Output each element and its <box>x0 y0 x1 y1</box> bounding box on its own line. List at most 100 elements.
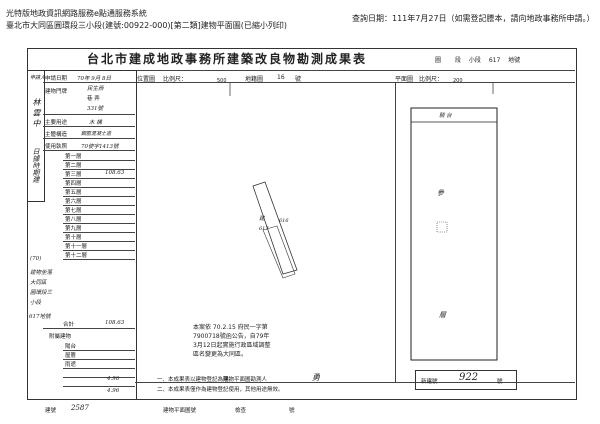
sub-row-line <box>63 386 135 387</box>
floor-scale-label: 比例尺： <box>419 76 444 83</box>
parcel-line: 建物坐落 <box>30 270 53 276</box>
system-name: 光特版地政資訊網路服務e點通服務系統 <box>6 9 147 18</box>
surveyor-label: 建物平面圖勘測人 <box>223 377 268 383</box>
bldg-label: 建 <box>259 216 265 222</box>
floor-row-label: 第四層 <box>65 181 82 187</box>
floor-row-line <box>63 214 135 215</box>
bldg-no-value: 922 <box>459 372 479 383</box>
floor-top-text: 騎 台 <box>439 113 452 119</box>
total-label: 合計 <box>63 322 75 328</box>
floor-row-label: 第十二層 <box>65 253 88 259</box>
footer-plan-label: 建物平面圖號 <box>163 408 197 414</box>
page-header: 光特版地政資訊網路服務e點通服務系統 臺北市大同區圓環段三小段(建號:00922… <box>0 0 600 36</box>
floor-row-label: 第五層 <box>65 190 82 196</box>
location-map-label: 地籍圖 <box>245 76 264 83</box>
parcel-no: 617地號 <box>29 314 51 320</box>
parcel-label: (70) <box>30 256 42 262</box>
note-line: 二、本成果表僅作為建物登記使用，其他用途無效。 <box>157 387 284 393</box>
floor-row-line <box>63 178 135 179</box>
floor-row-label: 第十層 <box>65 235 82 241</box>
usage-label: 使用執照 <box>45 144 68 150</box>
parcel-line: 大同區 <box>30 280 47 286</box>
applicant-name: 林 雲 中 <box>32 98 41 128</box>
floor-label: 層 <box>439 311 446 319</box>
bottom-total: 4.96 <box>107 376 120 382</box>
location-plan-label: 位置圖 <box>137 76 156 83</box>
address-label: 建物門牌 <box>45 89 68 95</box>
sub-row-line <box>63 359 135 360</box>
floor-row-line <box>63 259 135 260</box>
map-sheet-label: 圖 <box>435 57 442 64</box>
left-table <box>27 70 137 400</box>
bldg-no-2: 616 <box>279 218 289 224</box>
remark-line: 本案依 70.2.15 府民一字第 <box>193 324 268 331</box>
parcel-line: 圓環段三 <box>30 290 53 296</box>
bottom-total-2: 4.96 <box>107 388 120 394</box>
floor-row-label: 第九層 <box>65 226 82 232</box>
location-scale-label: 比例尺： <box>163 76 188 83</box>
survey-sheet: 台北市建成地政事務所建築改良物勘測成果表 圖 段 小段 617 地號 位置圖 比… <box>27 48 579 420</box>
bldg-no: 617 <box>259 226 269 232</box>
room-label: 參 <box>437 189 444 197</box>
floor-row-line <box>63 169 135 170</box>
sub-row-label: 陽台 <box>65 344 77 350</box>
footer-bldg-label: 建號 <box>45 408 57 414</box>
footer-check: 檢查 <box>235 408 247 414</box>
sub-row-label: 雨遮 <box>65 362 77 368</box>
floor-row-area: 108.63 <box>105 170 125 176</box>
sub-row-line <box>63 368 135 369</box>
usage-value: 70使字1413號 <box>81 144 119 150</box>
floor-row-line <box>63 160 135 161</box>
floor-plan-label: 平面圖 <box>395 76 414 83</box>
lane-value: 巷 弄 <box>87 96 100 102</box>
sub-row-line <box>63 350 135 351</box>
location-map-suffix: 號 <box>295 76 302 83</box>
map-sheet-value: 段 小段 617 地號 <box>455 57 521 64</box>
material-label: 主體構造 <box>45 132 68 138</box>
bldg-no-label: 新建號 <box>421 379 438 385</box>
sub-row-line <box>63 377 135 378</box>
floor-row-line <box>63 223 135 224</box>
floor-row-line <box>63 241 135 242</box>
floor-plan-drawing <box>410 82 498 361</box>
remark-line: 區名變更為大同區。 <box>193 351 248 358</box>
location-scale-den: 500 <box>217 78 227 84</box>
floor-row-label: 第十一層 <box>65 244 88 250</box>
query-date: 查詢日期：111年7月27日（如需登記謄本，請向地政事務所申請。） <box>352 14 595 23</box>
parcel-line: 小段 <box>30 300 42 306</box>
surveyor-name: 勇 <box>312 373 320 382</box>
floor-row-line <box>63 196 135 197</box>
date-value: 70年 9月 8日 <box>77 76 111 82</box>
floor-row-label: 第二層 <box>65 163 82 169</box>
floor-row-label: 第三層 <box>65 172 82 178</box>
material-value: 鋼筋混凝土造 <box>81 131 112 137</box>
bldg-no-box <box>415 370 517 390</box>
remark-line: 3月12日起實施行政區域調整 <box>193 342 271 349</box>
vertical-note: 日據時期建 <box>32 148 40 183</box>
document-path: 臺北市大同區圓環段三小段(建號:00922-000)[第二類]建物平面圖(已縮小… <box>6 21 288 30</box>
floor-row-line <box>63 187 135 188</box>
floor-row-label: 第八層 <box>65 217 82 223</box>
floor-row-label: 第六層 <box>65 199 82 205</box>
street-value: 民生西 <box>87 86 104 92</box>
total-value: 108.63 <box>105 320 125 326</box>
structure-value: 木 構 <box>89 120 102 126</box>
date-label: 申請日期 <box>45 76 68 82</box>
applicant-label: 申請人 <box>30 75 46 81</box>
floor-row-line <box>63 205 135 206</box>
note-line: 一、本成果表以建物登記為限。 <box>157 377 235 383</box>
floor-row-line <box>63 232 135 233</box>
bldg-no-suffix: 號 <box>497 379 503 385</box>
footer-bldg-value: 2587 <box>71 404 89 412</box>
sub-row-label: 屋簷 <box>65 353 77 359</box>
location-map-no: 16 <box>277 74 285 81</box>
floor-row-label: 第一層 <box>65 154 82 160</box>
location-sketch <box>229 82 298 279</box>
floor-scale-den: 200 <box>453 78 463 84</box>
floor-row-label: 第七層 <box>65 208 82 214</box>
sheet-title: 台北市建成地政事務所建築改良物勘測成果表 <box>86 52 367 66</box>
footer-suffix: 號 <box>289 408 295 414</box>
structure-label: 主要用途 <box>45 120 68 126</box>
sub-title: 附屬建物 <box>49 334 72 340</box>
number-value: 331號 <box>87 106 103 112</box>
